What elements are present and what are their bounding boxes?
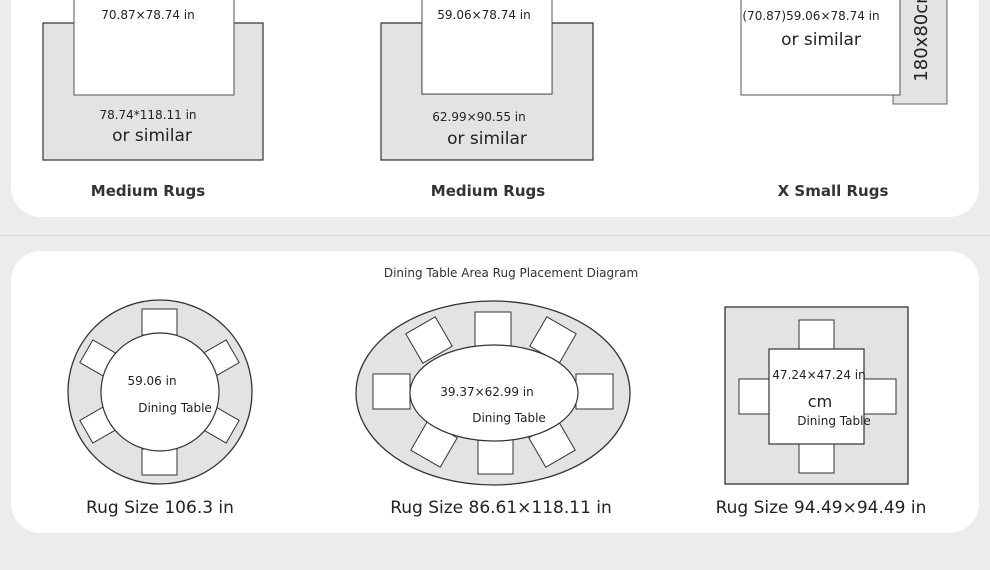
small-rug-3: [892, 0, 948, 105]
oval-table-size: 39.37×62.99 in: [440, 385, 534, 399]
note-3: or similar: [781, 30, 861, 50]
round-table-label: Dining Table: [138, 401, 212, 415]
rug-size-square: Rug Size 94.49×94.49 in: [715, 498, 927, 518]
rug-label-2: Medium Rugs: [430, 182, 546, 200]
table-size-1: 70.87×78.74 in: [101, 8, 195, 22]
bottom-panel: Dining Table Area Rug Placement Diagram …: [11, 251, 979, 533]
table-size-2: 59.06×78.74 in: [437, 8, 531, 22]
note-1: or similar: [112, 126, 192, 146]
rug-label-3: X Small Rugs: [777, 182, 889, 200]
rug-size-round: Rug Size 106.3 in: [86, 498, 234, 518]
square-table-label: Dining Table: [797, 414, 871, 428]
oval-chairs: [372, 311, 614, 475]
rug-size-2: 62.99×90.55 in: [432, 110, 526, 124]
round-table-size: 59.06 in: [127, 374, 176, 388]
rug-size-oval: Rug Size 86.61×118.11 in: [390, 498, 612, 518]
side-text-3: 180x80cm: [911, 0, 932, 82]
rug-label-1: Medium Rugs: [90, 182, 206, 200]
round-table: [100, 332, 220, 452]
square-table: [768, 348, 865, 445]
note-2: or similar: [447, 129, 527, 149]
divider: [0, 235, 990, 236]
square-table-size: 47.24×47.24 in: [772, 368, 866, 382]
top-panel: 70.87×78.74 in 78.74*118.11 in or simila…: [11, 0, 979, 217]
table-size-3: (70.87)59.06×78.74 in: [742, 9, 879, 23]
oval-table: [409, 344, 579, 442]
square-table-unit: cm: [808, 392, 832, 411]
placement-diagrams: 59.06 in Dining Table 39.37×62.99 in Din…: [67, 299, 909, 486]
oval-table-label: Dining Table: [472, 411, 546, 425]
diagram-title: Dining Table Area Rug Placement Diagram: [383, 266, 639, 280]
square-chairs: [738, 319, 897, 474]
top-diagrams: 70.87×78.74 in 78.74*118.11 in or simila…: [42, 0, 948, 161]
rug-size-1: 78.74*118.11 in: [99, 108, 196, 122]
table-1: [73, 0, 235, 96]
table-2: [421, 0, 553, 95]
table-3: [740, 0, 901, 96]
